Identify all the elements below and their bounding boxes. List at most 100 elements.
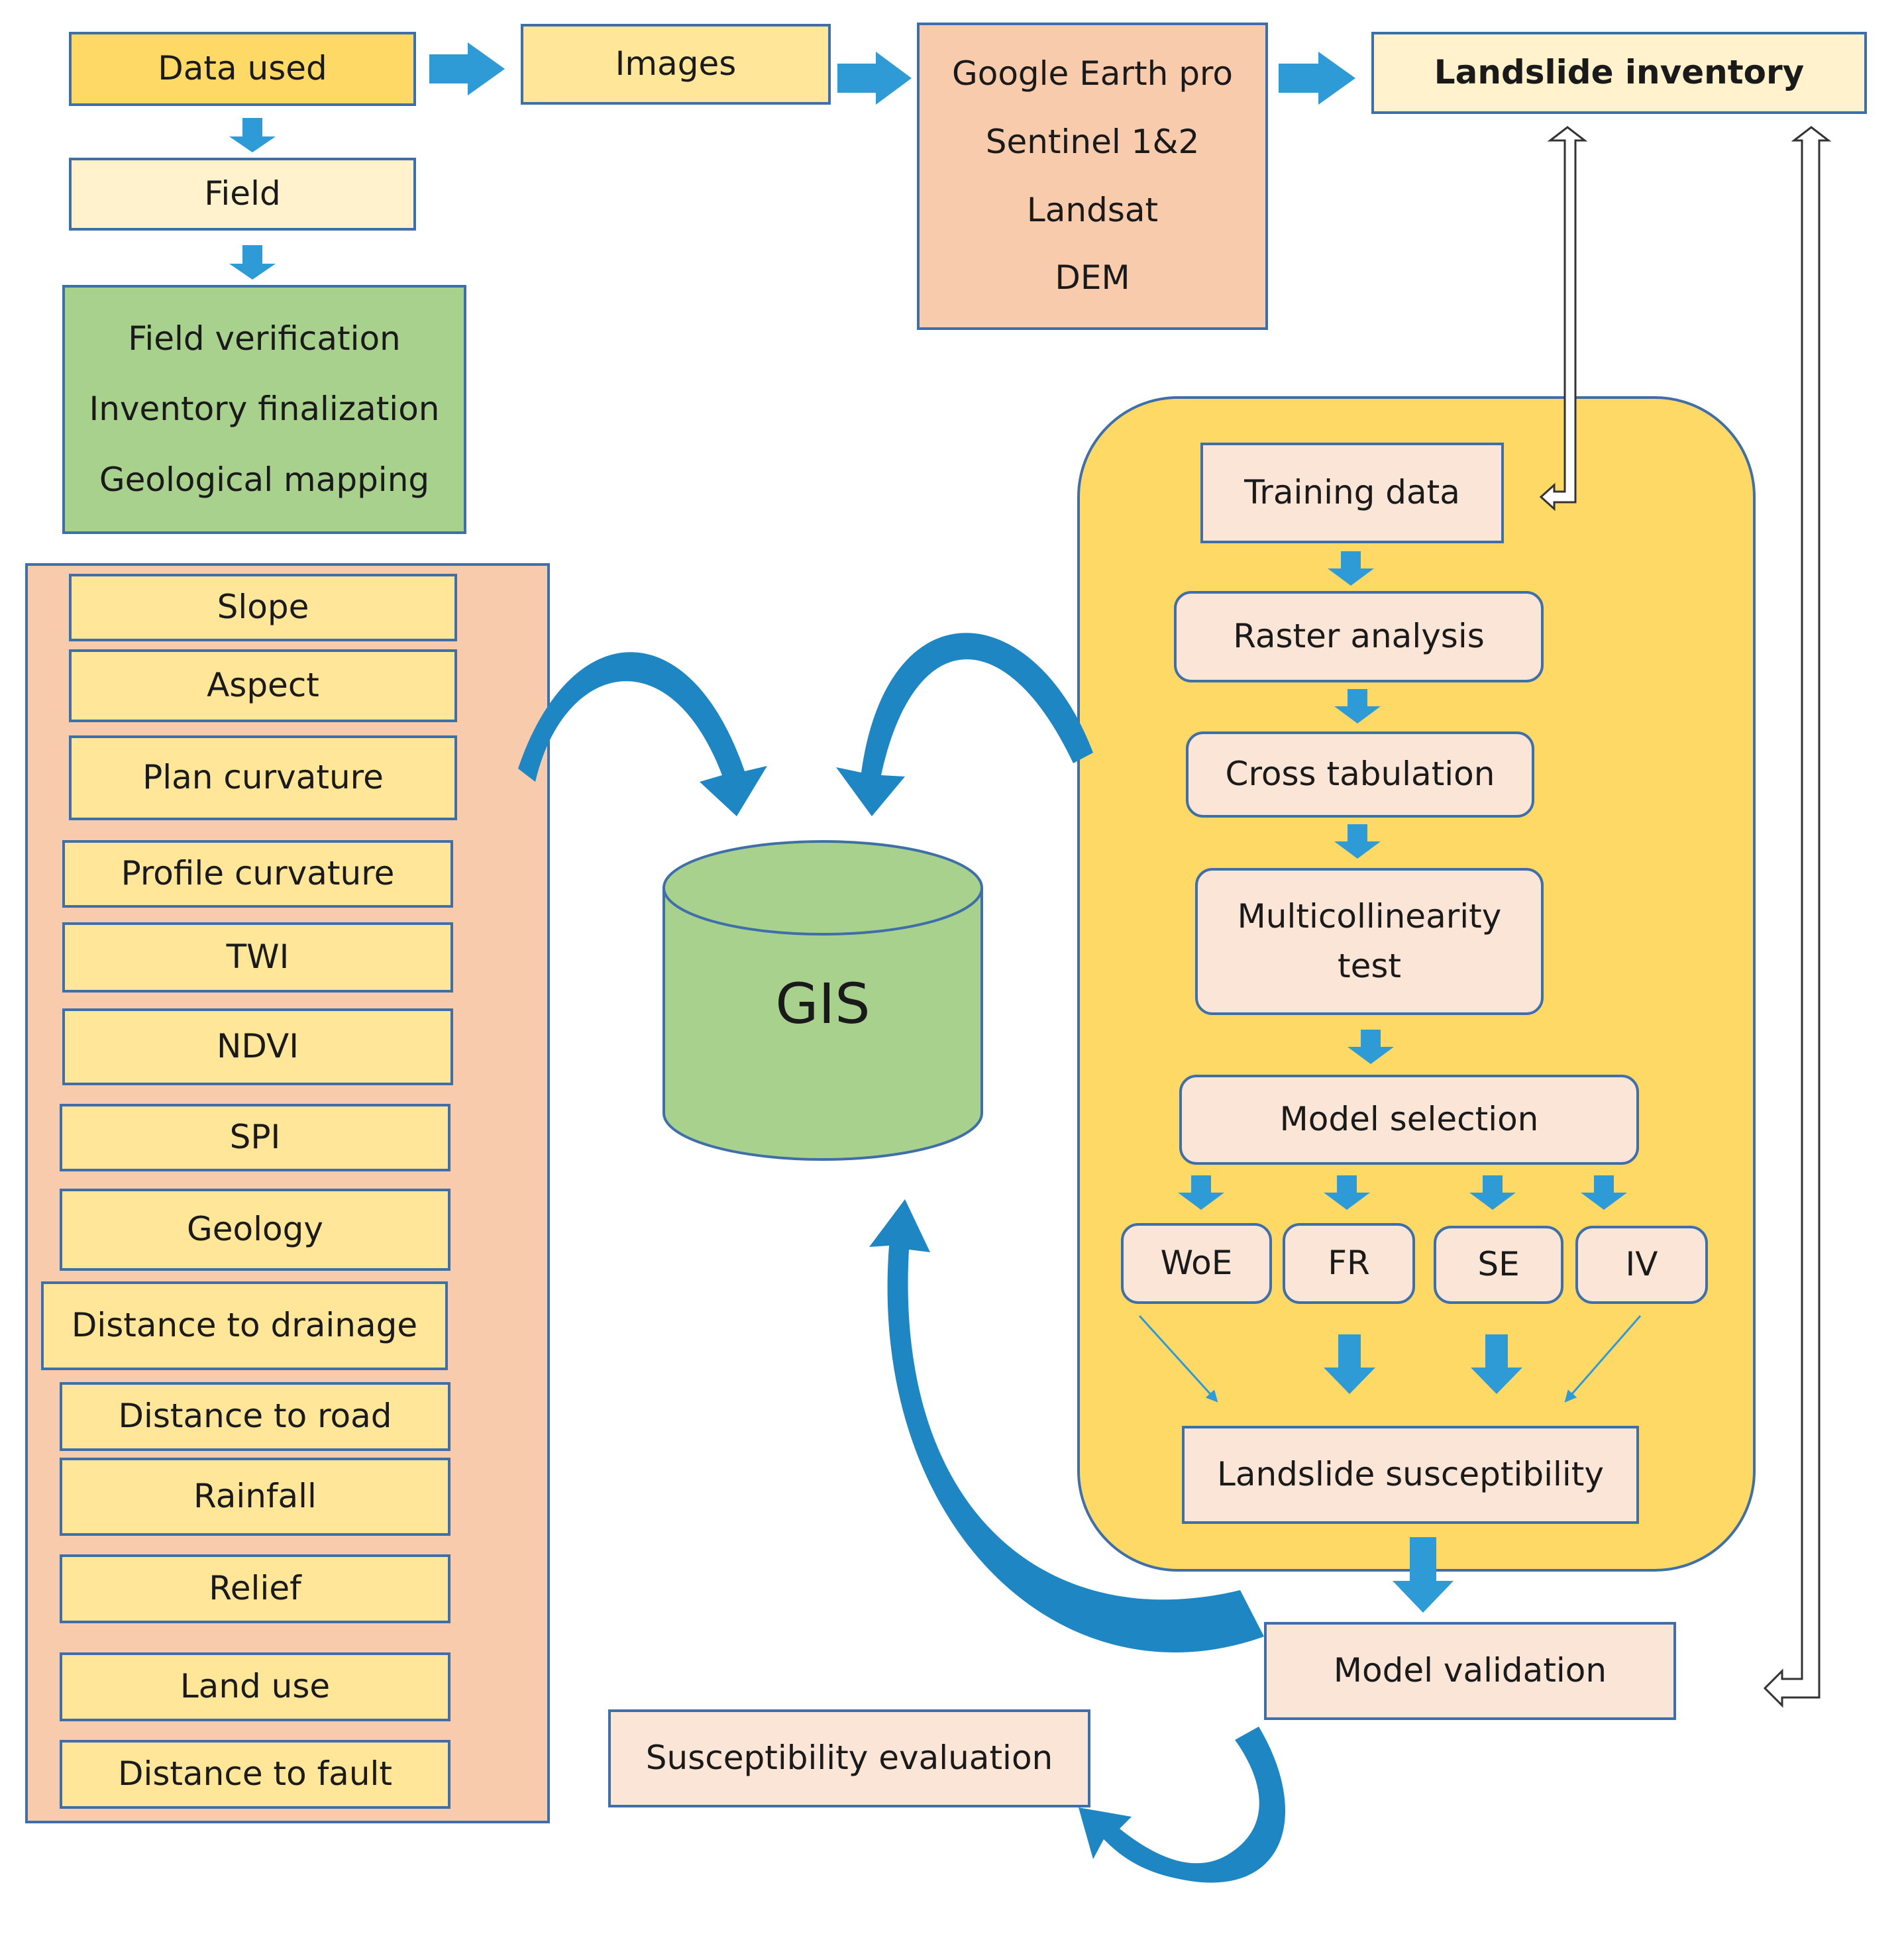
factor-geology: Geology xyxy=(60,1189,450,1271)
source-item: Sentinel 1&2 xyxy=(985,122,1200,161)
source-item: Landsat xyxy=(1026,190,1159,229)
raster-analysis-label: Raster analysis xyxy=(1233,617,1485,656)
arrow-factors-to-gis xyxy=(518,652,767,816)
arrow-down-iv xyxy=(1581,1175,1627,1210)
training-data-label: Training data xyxy=(1244,473,1460,512)
arrow-images-to-sources xyxy=(837,52,912,105)
model-validation-box: Model validation xyxy=(1264,1622,1676,1720)
arrow-inventory-to-training xyxy=(1539,126,1588,511)
data-used-label: Data used xyxy=(158,49,327,88)
multicollinearity-label: test xyxy=(1337,947,1402,985)
factor-label: NDVI xyxy=(217,1027,299,1066)
factor-label: Distance to road xyxy=(118,1397,392,1436)
curved-arrows xyxy=(518,633,1285,1883)
model-label: FR xyxy=(1328,1244,1370,1283)
field-task-item: Field verification xyxy=(128,319,401,358)
factor-land-use: Land use xyxy=(60,1652,450,1721)
factor-label: Distance to drainage xyxy=(71,1306,418,1345)
factor-label: Aspect xyxy=(207,666,319,705)
arrow-susceptibility-to-validation xyxy=(1393,1537,1454,1613)
factor-label: TWI xyxy=(226,938,290,977)
factor-label: Distance to fault xyxy=(117,1754,393,1794)
arrow-down-cross xyxy=(1334,824,1381,859)
arrow-down-fr xyxy=(1324,1175,1370,1210)
arrow-down-data-field xyxy=(229,118,276,152)
multicollinearity-box: Multicollinearity test xyxy=(1195,868,1544,1015)
model-label: WoE xyxy=(1160,1244,1233,1283)
factor-label: Relief xyxy=(209,1569,301,1608)
arrow-se-to-susceptibility xyxy=(1471,1334,1522,1394)
landslide-susceptibility-label: Landslide susceptibility xyxy=(1216,1455,1605,1494)
landslide-susceptibility-box: Landslide susceptibility xyxy=(1182,1426,1639,1524)
arrow-down-field-tasks xyxy=(229,245,276,280)
field-box: Field xyxy=(69,158,416,231)
factor-aspect: Aspect xyxy=(69,649,457,722)
factor-relief: Relief xyxy=(60,1554,450,1623)
images-box: Images xyxy=(521,24,831,105)
landslide-inventory-label: Landslide inventory xyxy=(1434,53,1805,92)
susceptibility-evaluation-box: Susceptibility evaluation xyxy=(608,1709,1090,1807)
sources-box: Google Earth pro Sentinel 1&2 Landsat DE… xyxy=(917,23,1268,330)
factor-spi: SPI xyxy=(60,1104,450,1171)
model-selection-box: Model selection xyxy=(1179,1075,1639,1165)
field-tasks-box: Field verification Inventory finalizatio… xyxy=(62,285,466,534)
factor-rainfall: Rainfall xyxy=(60,1458,450,1536)
model-selection-label: Model selection xyxy=(1279,1100,1539,1139)
arrow-sources-to-inventory xyxy=(1279,52,1355,105)
arrow-panel-to-gis xyxy=(836,633,1093,816)
model-woe: WoE xyxy=(1121,1223,1272,1304)
factor-distance-to-road: Distance to road xyxy=(60,1382,450,1451)
source-item: Google Earth pro xyxy=(952,54,1233,93)
gis-label: GIS xyxy=(775,971,871,1036)
factor-plan-curvature: Plan curvature xyxy=(69,735,457,820)
arrow-iv-to-susceptibility xyxy=(1564,1315,1642,1403)
field-label: Field xyxy=(204,174,281,213)
cross-tabulation-label: Cross tabulation xyxy=(1225,755,1495,794)
susceptibility-evaluation-label: Susceptibility evaluation xyxy=(645,1739,1053,1778)
factor-label: Geology xyxy=(187,1210,323,1249)
arrow-woe-to-susceptibility xyxy=(1138,1315,1218,1403)
arrow-fr-to-susceptibility xyxy=(1324,1334,1375,1394)
raster-analysis-box: Raster analysis xyxy=(1174,591,1544,682)
factor-ndvi: NDVI xyxy=(62,1008,453,1085)
images-label: Images xyxy=(615,44,737,83)
factor-slope: Slope xyxy=(69,574,457,641)
model-label: IV xyxy=(1625,1245,1658,1284)
model-fr: FR xyxy=(1283,1223,1415,1304)
gis-cylinder xyxy=(662,840,983,1161)
factor-label: SPI xyxy=(229,1118,281,1157)
training-data-box: Training data xyxy=(1200,443,1504,543)
model-iv: IV xyxy=(1575,1226,1708,1304)
arrow-validation-to-evaluation xyxy=(1079,1727,1285,1883)
field-task-item: Geological mapping xyxy=(99,460,430,499)
factor-label: Land use xyxy=(180,1667,331,1706)
arrow-data-to-images xyxy=(429,42,505,95)
factor-distance-to-drainage: Distance to drainage xyxy=(41,1281,448,1370)
model-validation-label: Model validation xyxy=(1333,1651,1607,1690)
source-item: DEM xyxy=(1055,258,1130,297)
model-se: SE xyxy=(1434,1226,1563,1304)
factor-label: Profile curvature xyxy=(121,854,395,893)
factor-distance-to-fault: Distance to fault xyxy=(60,1740,450,1809)
arrow-down-raster xyxy=(1334,689,1381,724)
arrow-validation-to-gis xyxy=(869,1199,1264,1653)
model-label: SE xyxy=(1477,1245,1520,1284)
cross-tabulation-box: Cross tabulation xyxy=(1186,731,1534,818)
arrow-down-se xyxy=(1469,1175,1516,1210)
factor-profile-curvature: Profile curvature xyxy=(62,840,453,908)
data-used-box: Data used xyxy=(69,32,416,106)
arrow-inventory-to-validation xyxy=(1763,126,1832,1708)
factor-label: Slope xyxy=(217,588,309,627)
arrow-down-training xyxy=(1328,551,1374,586)
arrow-down-woe xyxy=(1178,1175,1224,1210)
arrow-down-multicol xyxy=(1348,1030,1394,1064)
field-task-item: Inventory finalization xyxy=(89,390,440,429)
factor-label: Rainfall xyxy=(193,1477,317,1516)
hollow-arrows xyxy=(1539,126,1832,1708)
multicollinearity-label: Multicollinearity xyxy=(1237,896,1502,936)
factor-label: Plan curvature xyxy=(142,758,384,797)
factor-twi: TWI xyxy=(62,922,453,993)
landslide-inventory-box: Landslide inventory xyxy=(1371,32,1867,114)
block-arrows xyxy=(229,42,1627,1613)
